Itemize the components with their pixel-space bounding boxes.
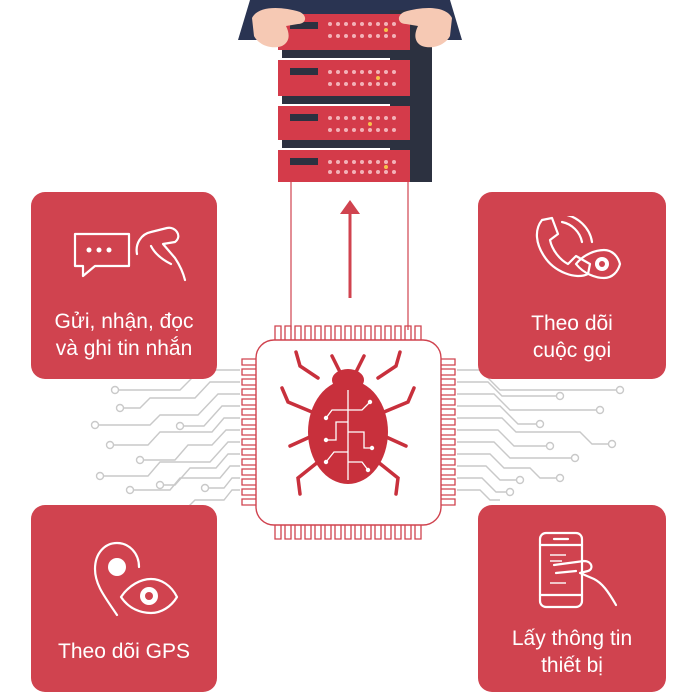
chip-pin-left <box>241 488 256 496</box>
card-calls: Theo dõi cuộc gọi <box>478 192 666 379</box>
card-device: Lấy thông tin thiết bị <box>478 505 666 692</box>
chip-pin-left <box>241 498 256 506</box>
chip-pin-top <box>384 325 392 340</box>
chip-pin-bottom <box>404 525 412 540</box>
chip-pin-top <box>284 325 292 340</box>
card-label-messages: Gửi, nhận, đọc và ghi tin nhắn <box>54 310 194 360</box>
chip-pin-bottom <box>394 525 402 540</box>
chip-pin-left <box>241 458 256 466</box>
card-label-gps: Theo dõi GPS <box>58 640 190 663</box>
chip-pin-bottom <box>324 525 332 540</box>
chip-pin-bottom <box>294 525 302 540</box>
chip-pin-left <box>241 478 256 486</box>
chip-pin-top <box>344 325 352 340</box>
chip-pin-bottom <box>334 525 342 540</box>
card-label-device: Lấy thông tin thiết bị <box>511 627 633 677</box>
chip-pin-right <box>441 388 456 396</box>
chip-pin-left <box>241 358 256 366</box>
chip-pin-left <box>241 468 256 476</box>
chip-pin-top <box>294 325 302 340</box>
chip-pin-top <box>414 325 422 340</box>
chip-pin-left <box>241 418 256 426</box>
chip-pin-right <box>441 438 456 446</box>
chip-pin-top <box>274 325 282 340</box>
chip-pin-left <box>241 368 256 376</box>
chip-pin-right <box>441 398 456 406</box>
bug-icon <box>280 350 416 496</box>
chip-pin-left <box>241 398 256 406</box>
chip-pin-bottom <box>384 525 392 540</box>
chip-pin-right <box>441 448 456 456</box>
chip-pin-bottom <box>274 525 282 540</box>
chip-pin-bottom <box>374 525 382 540</box>
chip-pin-top <box>404 325 412 340</box>
chip-pin-right <box>441 488 456 496</box>
chip-pin-bottom <box>364 525 372 540</box>
phone-hand-icon <box>538 531 618 609</box>
chip-pin-top <box>314 325 322 340</box>
chip-pin-right <box>441 408 456 416</box>
chip-pin-bottom <box>344 525 352 540</box>
location-eye-icon <box>93 541 179 617</box>
chip-pin-top <box>364 325 372 340</box>
chat-hand-icon <box>73 226 187 282</box>
chip-pin-bottom <box>304 525 312 540</box>
chip-pin-left <box>241 408 256 416</box>
chip-pin-right <box>441 418 456 426</box>
chip-pin-right <box>441 378 456 386</box>
chip-pin-left <box>241 378 256 386</box>
card-gps: Theo dõi GPS <box>31 505 217 692</box>
chip-pin-left <box>241 448 256 456</box>
chip-pin-top <box>334 325 342 340</box>
chip-pin-left <box>241 438 256 446</box>
chip-pin-top <box>354 325 362 340</box>
server-connection-lines <box>290 182 409 330</box>
arrow-up-icon <box>340 200 360 298</box>
chip-pin-bottom <box>354 525 362 540</box>
phone-eye-icon <box>535 216 622 280</box>
chip-pin-top <box>304 325 312 340</box>
chip-pin-right <box>441 368 456 376</box>
chip-pin-bottom <box>414 525 422 540</box>
chip-pin-right <box>441 468 456 476</box>
chip-pin-bottom <box>314 525 322 540</box>
card-label-calls: Theo dõi cuộc gọi <box>531 312 613 362</box>
chip-pin-top <box>374 325 382 340</box>
circuit-traces-left <box>95 369 240 511</box>
chip-pin-left <box>241 428 256 436</box>
chip-pin-right <box>441 478 456 486</box>
chip-pin-right <box>441 498 456 506</box>
chip-pin-left <box>241 388 256 396</box>
chip-pin-right <box>441 458 456 466</box>
chip-pin-top <box>394 325 402 340</box>
circuit-traces-right <box>457 369 620 501</box>
chip-pin-top <box>324 325 332 340</box>
card-messages: Gửi, nhận, đọc và ghi tin nhắn <box>31 192 217 379</box>
server-rack-icon <box>238 0 462 182</box>
chip-pin-right <box>441 428 456 436</box>
chip-pin-right <box>441 358 456 366</box>
chip-pin-bottom <box>284 525 292 540</box>
